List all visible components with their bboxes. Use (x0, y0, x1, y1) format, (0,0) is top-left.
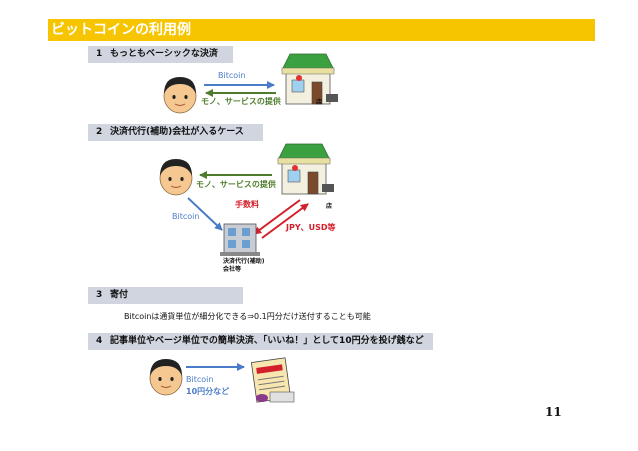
sec2-bitcoin-label: Bitcoin (172, 212, 200, 221)
sec1-goods-label: モノ、サービスの提供 (201, 97, 281, 106)
sec1-bitcoin-label: Bitcoin (218, 71, 246, 80)
section-3-title: 寄付 (110, 290, 129, 300)
newspaper-icon (250, 357, 295, 403)
section-1-number: 1 (96, 49, 103, 59)
fee-label: 手数料 (235, 200, 259, 209)
tip-amount-label: 10円分など (186, 387, 230, 396)
bitcoin-arrow (187, 197, 223, 231)
shop-icon (281, 53, 339, 105)
fiat-arrow (261, 203, 309, 239)
section-2-header: 2 決済代行(補助)会社が入るケース (88, 124, 263, 141)
section-4-number: 4 (96, 336, 103, 346)
donation-description: Bitcoinは通貨単位が細分化できる⇒0.1円分だけ送付することも可能 (124, 312, 371, 321)
section-2-number: 2 (96, 127, 103, 137)
section-2-title: 決済代行(補助)会社が入るケース (110, 127, 244, 137)
user-face-icon (163, 76, 197, 114)
fiat-label: JPY、USD等 (286, 223, 336, 232)
section-4-header: 4 記事単位やベージ単位での簡単決済、「いいね！」として10円分を投げ銭など (88, 333, 433, 350)
section-4-title: 記事単位やベージ単位での簡単決済、「いいね！」として10円分を投げ銭など (110, 336, 424, 346)
payment-agent-building-icon (220, 223, 260, 256)
page-number: 11 (545, 405, 562, 419)
shop-icon (277, 143, 335, 195)
agent-label-line2: 会社等 (223, 266, 242, 273)
user-face-icon (159, 158, 193, 196)
agent-label-line1: 決済代行(補助) (223, 258, 265, 265)
section-1-title: もっともベーシックな決済 (110, 49, 218, 59)
section-3-header: 3 寄付 (88, 287, 243, 304)
page-title: ビットコインの利用例 (48, 19, 595, 41)
section-3-number: 3 (96, 290, 103, 300)
sec1-shop-label: 店 (316, 99, 323, 106)
fee-arrow (253, 199, 301, 235)
section-1-header: 1 もっともベーシックな決済 (88, 46, 233, 63)
sec2-shop-label: 店 (326, 203, 333, 210)
sec2-goods-label: モノ、サービスの提供 (196, 180, 276, 189)
sec4-bitcoin-label: Bitcoin (186, 375, 214, 384)
user-face-icon (149, 358, 183, 396)
